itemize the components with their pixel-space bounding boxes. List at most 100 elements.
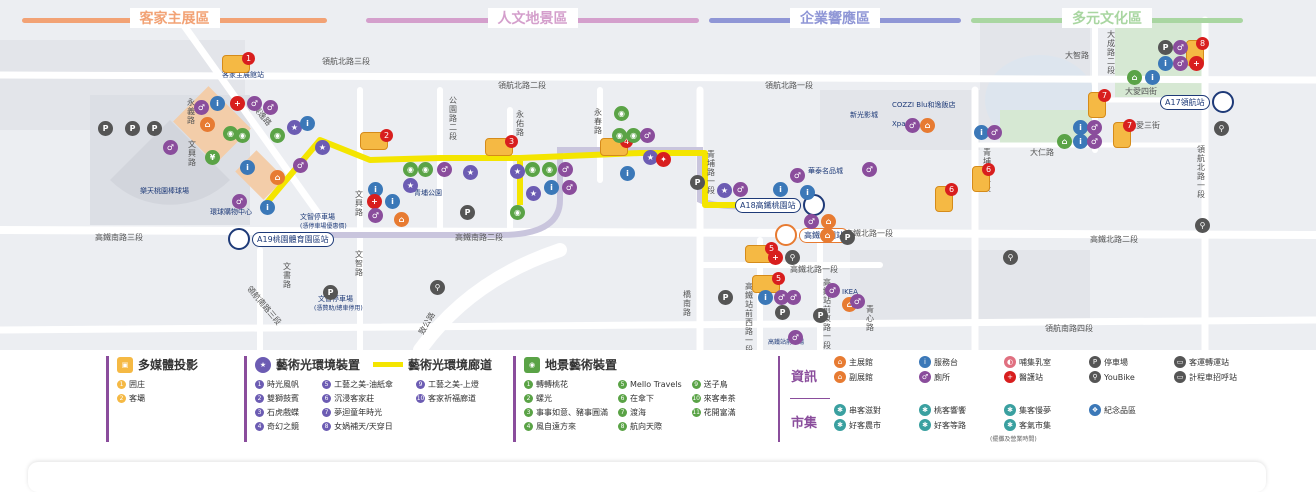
parking-icon[interactable]: P — [125, 121, 140, 136]
star-icon[interactable]: ★ — [463, 165, 478, 180]
star-icon[interactable]: ★ — [643, 150, 658, 165]
parking-icon[interactable]: P — [690, 175, 705, 190]
camera-icon[interactable]: ◉ — [270, 128, 285, 143]
event-map[interactable]: 客家主展區人文地景區企業響應區多元文化區 領航北路三段 領航北路二段 領航北路一… — [0, 0, 1316, 350]
info-icon[interactable]: i — [368, 182, 383, 197]
toilet-icon[interactable]: ♂ — [1173, 56, 1188, 71]
zone-header[interactable]: 多元文化區 — [971, 8, 1243, 28]
toilet-icon[interactable]: ♂ — [558, 162, 573, 177]
house-icon[interactable]: ⌂ — [920, 118, 935, 133]
info-icon[interactable]: i — [974, 125, 989, 140]
star-icon[interactable]: ★ — [403, 178, 418, 193]
gift-icon[interactable]: ¥ — [205, 150, 220, 165]
metro-station-a19[interactable]: A19桃園體育園區站 — [228, 228, 334, 250]
bus-stop-2[interactable]: 2 — [360, 129, 393, 150]
parking-icon[interactable]: P — [718, 290, 733, 305]
medical-icon[interactable]: + — [230, 96, 245, 111]
toilet-icon[interactable]: ♂ — [774, 290, 789, 305]
camera-icon[interactable]: ◉ — [510, 205, 525, 220]
camera-icon[interactable]: ◉ — [542, 162, 557, 177]
bus-stop-5b[interactable]: 5 — [752, 272, 785, 293]
star-icon[interactable]: ★ — [315, 140, 330, 155]
poi-cozzi[interactable]: COZZI Blu和逸飯店 — [892, 101, 956, 109]
medical-icon[interactable]: + — [1189, 56, 1204, 71]
bus-stop-7[interactable]: 7 — [1088, 89, 1111, 118]
toilet-icon[interactable]: ♂ — [987, 125, 1002, 140]
parking-icon[interactable]: P — [775, 305, 790, 320]
camera-icon[interactable]: ◉ — [626, 128, 641, 143]
info-icon[interactable]: i — [1158, 56, 1173, 71]
toilet-icon[interactable]: ♂ — [788, 330, 803, 345]
bus-stop-1[interactable]: 1 — [222, 52, 255, 73]
bike-icon[interactable]: ⚲ — [430, 280, 445, 295]
camera-icon[interactable]: ◉ — [525, 162, 540, 177]
toilet-icon[interactable]: ♂ — [368, 208, 383, 223]
zone-header[interactable]: 人文地景區 — [366, 8, 699, 28]
poi-ikea[interactable]: IKEA — [842, 288, 858, 296]
toilet-icon[interactable]: ♂ — [437, 162, 452, 177]
bike-icon[interactable]: ⚲ — [1003, 250, 1018, 265]
toilet-icon[interactable]: ♂ — [1087, 134, 1102, 149]
toilet-icon[interactable]: ♂ — [825, 283, 840, 298]
parking-icon[interactable]: P — [840, 230, 855, 245]
poi-main-hall[interactable]: 客家主展館站 — [222, 71, 264, 79]
camera-icon[interactable]: ◉ — [223, 126, 238, 141]
house-icon[interactable]: ⌂ — [394, 212, 409, 227]
camera-icon[interactable]: ◉ — [403, 162, 418, 177]
bus-stop-7b[interactable]: 7 — [1113, 119, 1136, 148]
poi-baseball[interactable]: 樂天桃園棒球場 — [140, 187, 189, 195]
bus-stop-6[interactable]: 6 — [935, 183, 958, 212]
medical-icon[interactable]: ✦ — [656, 152, 671, 167]
parking-icon[interactable]: P — [813, 308, 828, 323]
info-icon[interactable]: i — [544, 180, 559, 195]
toilet-icon[interactable]: ♂ — [293, 158, 308, 173]
metro-station-a17[interactable]: A17領航站 — [1160, 91, 1234, 113]
info-icon[interactable]: i — [758, 290, 773, 305]
info-icon[interactable]: i — [260, 200, 275, 215]
bus-stop-6b[interactable]: 6 — [972, 163, 995, 192]
info-icon[interactable]: i — [620, 166, 635, 181]
star-icon[interactable]: ★ — [717, 183, 732, 198]
toilet-icon[interactable]: ♂ — [790, 168, 805, 183]
poi-wen-parking[interactable]: 文智停車場 — [318, 295, 353, 303]
bike-icon[interactable]: ⚲ — [1214, 121, 1229, 136]
toilet-icon[interactable]: ♂ — [905, 118, 920, 133]
zone-header[interactable]: 企業響應區 — [709, 8, 961, 28]
metro-station-a18[interactable]: A18高鐵桃園站 — [735, 194, 825, 216]
poi-hsr-plaza[interactable]: 高鐵站前車場 — [768, 339, 805, 346]
toilet-icon[interactable]: ♂ — [163, 140, 178, 155]
parking-icon[interactable]: P — [147, 121, 162, 136]
house-icon[interactable]: ⌂ — [1057, 134, 1072, 149]
camera-icon[interactable]: ◉ — [612, 128, 627, 143]
poi-mall[interactable]: 環球購物中心 — [210, 208, 252, 216]
bus-stop-3[interactable]: 3 — [485, 135, 518, 156]
camera-icon[interactable]: ◉ — [418, 162, 433, 177]
toilet-icon[interactable]: ♂ — [247, 96, 262, 111]
info-icon[interactable]: i — [385, 194, 400, 209]
toilet-icon[interactable]: ♂ — [862, 162, 877, 177]
toilet-icon[interactable]: ♂ — [194, 100, 209, 115]
bike-icon[interactable]: ⚲ — [1195, 218, 1210, 233]
info-icon[interactable]: i — [210, 96, 225, 111]
poi-parking[interactable]: 文智停車場 — [300, 213, 335, 221]
house-icon[interactable]: ⌂ — [200, 117, 215, 132]
toilet-icon[interactable]: ♂ — [804, 214, 819, 229]
info-icon[interactable]: i — [1073, 134, 1088, 149]
house-icon[interactable]: ⌂ — [821, 214, 836, 229]
info-icon[interactable]: i — [1073, 120, 1088, 135]
star-icon[interactable]: ★ — [287, 120, 302, 135]
toilet-icon[interactable]: ♂ — [232, 194, 247, 209]
poi-qingpu-park[interactable]: 青埔公園 — [414, 189, 442, 197]
info-icon[interactable]: i — [300, 116, 315, 131]
star-icon[interactable]: ★ — [526, 186, 541, 201]
toilet-icon[interactable]: ♂ — [786, 290, 801, 305]
zone-header[interactable]: 客家主展區 — [22, 8, 327, 28]
info-icon[interactable]: i — [800, 185, 815, 200]
camera-icon[interactable]: ◉ — [614, 106, 629, 121]
toilet-icon[interactable]: ♂ — [562, 180, 577, 195]
parking-icon[interactable]: P — [1158, 40, 1173, 55]
poi-xinguang[interactable]: 新光影城 — [850, 111, 878, 119]
house-icon[interactable]: ⌂ — [820, 228, 835, 243]
camera-icon[interactable]: ◉ — [235, 128, 250, 143]
info-icon[interactable]: i — [773, 182, 788, 197]
